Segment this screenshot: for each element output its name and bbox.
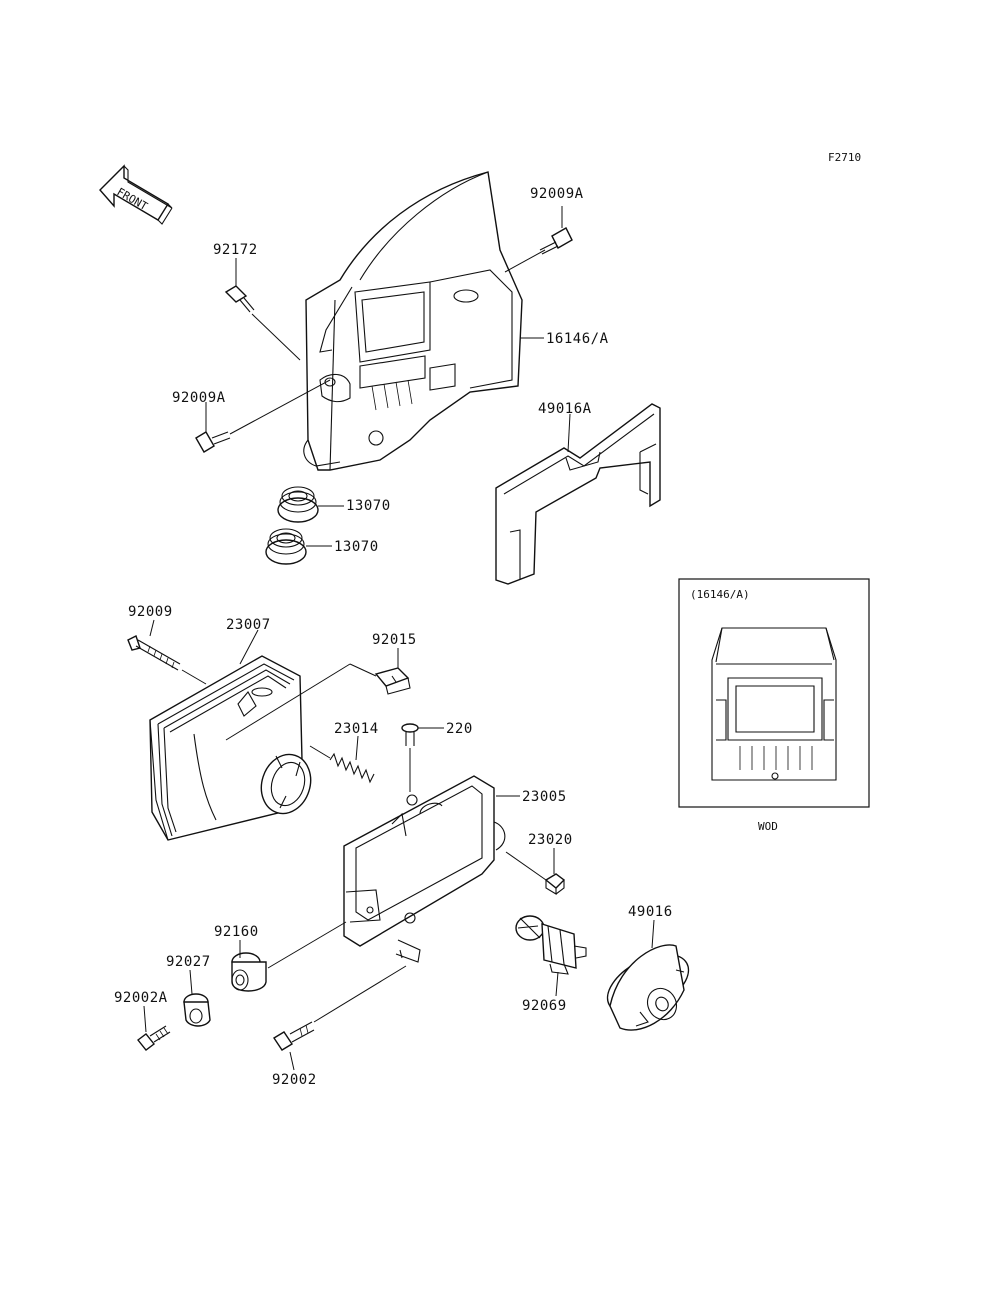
bolt-92002A-part xyxy=(137,1025,171,1051)
gasket-49016A-part xyxy=(495,403,661,585)
label-23014: 23014 xyxy=(334,721,379,737)
label-92009: 92009 xyxy=(128,604,173,620)
clip-92015-part xyxy=(374,667,411,695)
label-16146A: 16146/A xyxy=(546,331,609,347)
label-92027: 92027 xyxy=(166,954,211,970)
label-92069: 92069 xyxy=(522,998,567,1014)
bolt-92009A-left-part xyxy=(195,431,231,453)
bolt-92009A-top-part xyxy=(539,227,573,255)
label-92009A-top: 92009A xyxy=(530,186,584,202)
label-92002A: 92002A xyxy=(114,990,168,1006)
label-23005: 23005 xyxy=(522,789,567,805)
label-13070-upper: 13070 xyxy=(346,498,391,514)
figure-ref-label: F2710 xyxy=(828,151,861,164)
label-220: 220 xyxy=(446,721,473,737)
collar-92027-part xyxy=(183,993,211,1027)
bolt-92002-part xyxy=(273,1021,315,1051)
label-13070-lower: 13070 xyxy=(334,539,379,555)
spring-23014-part xyxy=(329,752,375,784)
front-arrow-icon: FRONT xyxy=(99,164,173,225)
label-49016A: 49016A xyxy=(538,401,592,417)
inset-panel xyxy=(678,578,870,808)
grommet-92160-part xyxy=(231,952,267,992)
label-92009A-left: 92009A xyxy=(172,390,226,406)
label-49016: 49016 xyxy=(628,904,673,920)
bulb-92069-part xyxy=(515,915,587,975)
grommet-13070-lower-part xyxy=(265,528,307,565)
headlight-housing-part xyxy=(149,655,312,841)
inset-caption: WOD xyxy=(758,820,778,833)
headlight-frame-part xyxy=(343,775,506,963)
bolt-92009-part xyxy=(127,635,181,671)
label-92002: 92002 xyxy=(272,1072,317,1088)
label-92160: 92160 xyxy=(214,924,259,940)
label-92172: 92172 xyxy=(213,242,258,258)
headlight-cover-part xyxy=(303,171,523,471)
inset-title: (16146/A) xyxy=(690,588,750,601)
dust-cover-49016-part xyxy=(606,944,690,1031)
label-92015: 92015 xyxy=(372,632,417,648)
screw-220-part xyxy=(401,723,419,746)
grommet-13070-upper-part xyxy=(277,486,319,523)
nut-23020-part xyxy=(544,873,566,895)
label-23007: 23007 xyxy=(226,617,271,633)
bolt-92172-part xyxy=(224,285,255,313)
label-23020: 23020 xyxy=(528,832,573,848)
